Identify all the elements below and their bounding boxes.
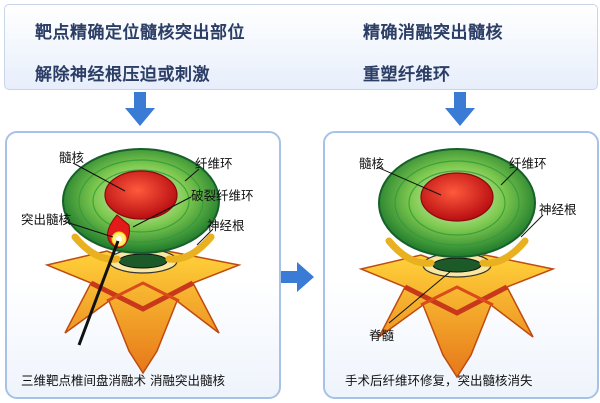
- right-arrow-icon: [281, 262, 314, 292]
- label-nerve-root: 神经根: [207, 218, 245, 233]
- label-annulus: 纤维环: [195, 156, 233, 171]
- disc-herniated-illustration: [44, 148, 242, 375]
- label-spinal-cord: 脊髓: [369, 328, 395, 343]
- right-panel-caption: 手术后纤维环修复，突出髓核消失: [345, 373, 533, 388]
- label-annulus: 纤维环: [509, 156, 547, 171]
- left-panel-caption: 三维靶点椎间盘消融术 消融突出髓核: [21, 373, 225, 388]
- label-herniated-nucleus: 突出髓核: [21, 212, 72, 227]
- header-left-line1: 靶点精确定位髓核突出部位: [35, 23, 245, 43]
- disc-repaired-illustration: [358, 148, 556, 379]
- header-left-line2: 解除神经根压迫或刺激: [35, 65, 210, 85]
- label-nerve-root: 神经根: [539, 202, 577, 217]
- left-panel: 髓核 纤维环 破裂纤维环 突出髓核 神经根 三维靶点椎间盘消融术 消融突出髓核: [5, 131, 281, 399]
- label-nucleus: 髓核: [359, 156, 385, 171]
- label-nucleus: 髓核: [59, 150, 85, 165]
- down-arrow-icon-right: [445, 92, 475, 126]
- header-right-line1: 精确消融突出髓核: [363, 23, 503, 43]
- right-panel: 髓核 纤维环 神经根 脊髓 手术后纤维环修复，突出髓核消失: [323, 131, 599, 399]
- down-arrow-icon-left: [125, 92, 155, 126]
- label-ruptured-annulus: 破裂纤维环: [191, 188, 254, 203]
- header-banner: 靶点精确定位髓核突出部位 解除神经根压迫或刺激 精确消融突出髓核 重塑纤维环: [4, 4, 598, 90]
- header-right-line2: 重塑纤维环: [363, 65, 451, 85]
